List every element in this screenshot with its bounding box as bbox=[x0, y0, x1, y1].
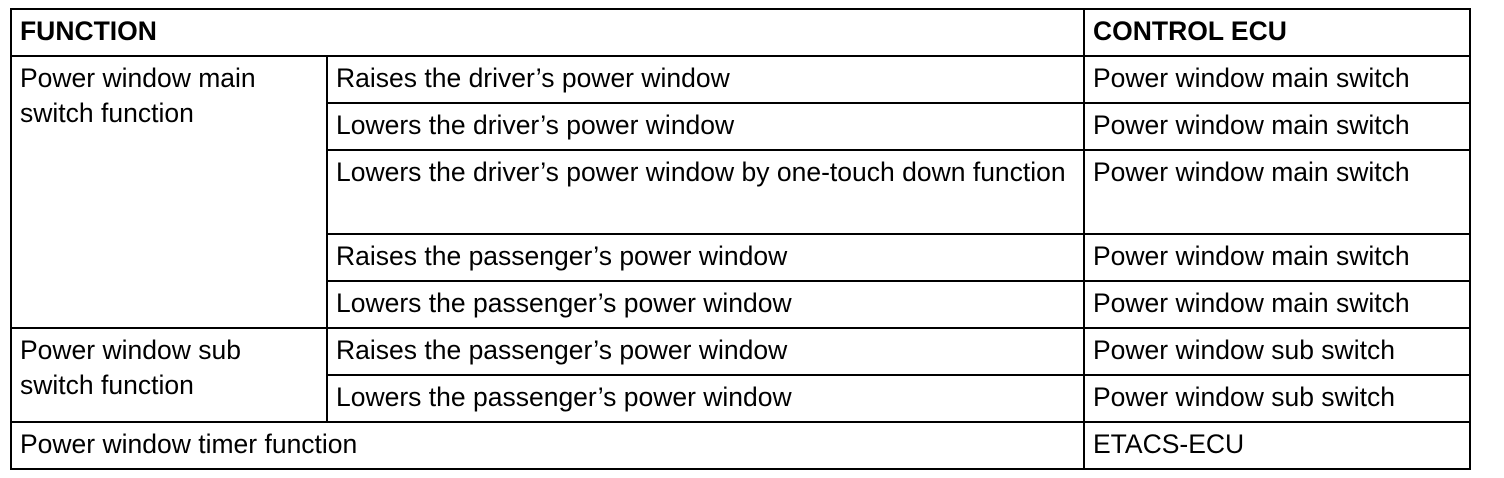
control-ecu-cell: Power window main switch bbox=[1083, 233, 1471, 282]
table-row: Power window sub switch function Raises … bbox=[10, 327, 1471, 423]
function-control-ecu-table: FUNCTION CONTROL ECU Power window main s… bbox=[10, 8, 1471, 470]
control-ecu-column-header: CONTROL ECU bbox=[1083, 8, 1471, 57]
function-description-cell: Raises the passenger’s power window bbox=[326, 233, 1085, 282]
table-row: Lowers the passenger’s power window Powe… bbox=[11, 374, 1471, 423]
table-row: Lowers the driver’s power window Power w… bbox=[11, 102, 1471, 151]
function-description-cell: Lowers the driver’s power window bbox=[326, 102, 1085, 151]
function-description-cell: Lowers the passenger’s power window bbox=[326, 374, 1085, 423]
control-ecu-cell: Power window sub switch bbox=[1083, 327, 1471, 376]
control-ecu-cell: Power window main switch bbox=[1083, 149, 1471, 235]
function-group-cell: Power window sub switch function bbox=[10, 327, 328, 423]
timer-function-cell: Power window timer function bbox=[10, 421, 1085, 470]
control-ecu-cell: Power window main switch bbox=[1083, 280, 1471, 329]
control-ecu-cell: ETACS-ECU bbox=[1083, 421, 1471, 470]
function-description-cell: Raises the passenger’s power window bbox=[326, 327, 1085, 376]
function-description-cell: Raises the driver’s power window bbox=[326, 55, 1085, 104]
function-description-cell: Lowers the passenger’s power window bbox=[326, 280, 1085, 329]
table-row: Raises the passenger’s power window Powe… bbox=[11, 233, 1471, 282]
control-ecu-cell: Power window main switch bbox=[1083, 55, 1471, 104]
function-group-cell: Power window main switch function bbox=[10, 55, 328, 329]
function-column-header: FUNCTION bbox=[10, 8, 1085, 57]
function-description-cell: Lowers the driver’s power window by one-… bbox=[326, 149, 1085, 235]
table-row: Power window main switch function Raises… bbox=[10, 55, 1471, 329]
table-row: Power window timer function ETACS-ECU bbox=[10, 421, 1471, 470]
control-ecu-cell: Power window sub switch bbox=[1083, 374, 1471, 423]
table-row: Lowers the passenger’s power window Powe… bbox=[11, 280, 1471, 329]
control-ecu-cell: Power window main switch bbox=[1083, 102, 1471, 151]
table-header-row: FUNCTION CONTROL ECU bbox=[10, 8, 1471, 57]
table-row: Lowers the driver’s power window by one-… bbox=[11, 149, 1471, 235]
